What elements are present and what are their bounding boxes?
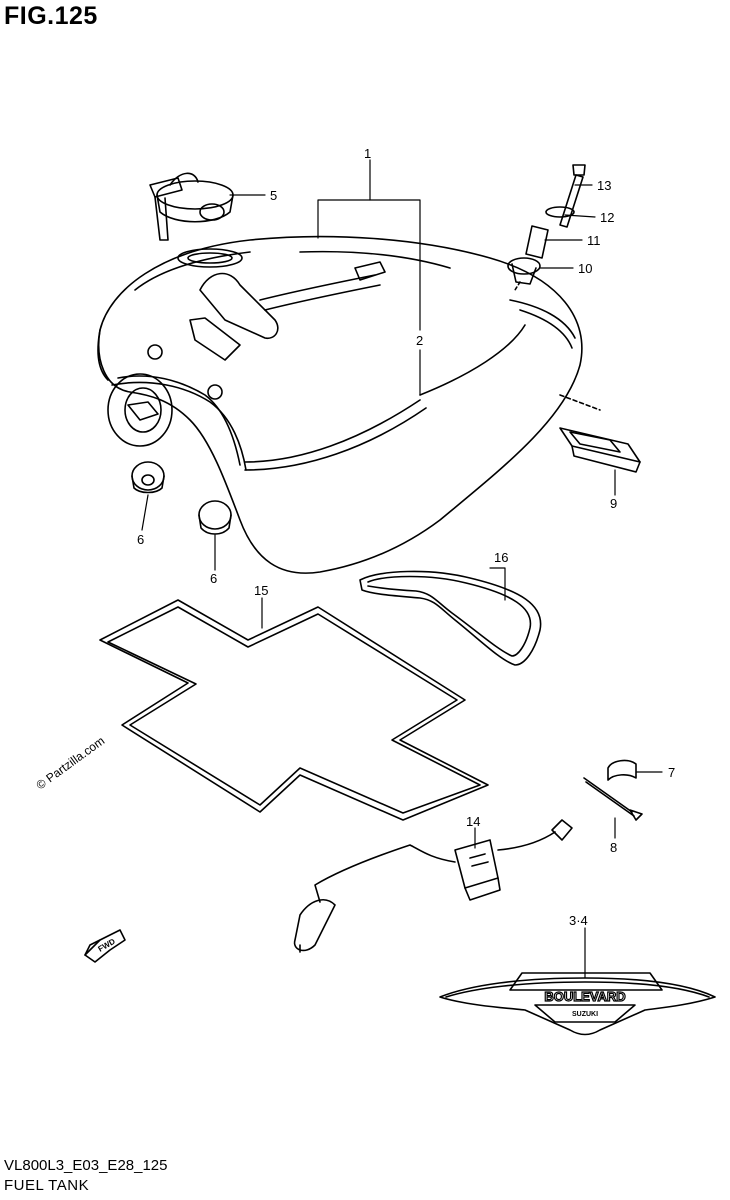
callout-16: 16	[494, 550, 508, 565]
gasket-loop	[359, 570, 542, 666]
callout-14: 14	[466, 814, 480, 829]
callout-2: 2	[416, 333, 423, 348]
callout-15: 15	[254, 583, 268, 598]
watermark: © Partzilla.com	[34, 734, 108, 793]
leader-lines	[141, 159, 663, 979]
fuel-cap	[149, 172, 234, 241]
callout-10: 10	[578, 261, 592, 276]
figure-title: FIG.125	[4, 2, 98, 30]
fuel-tank	[97, 235, 583, 574]
hose-clamp	[607, 759, 637, 781]
cushion-a	[131, 461, 165, 494]
cable-tie	[583, 777, 643, 821]
callout-13: 13	[597, 178, 611, 193]
callout-1: 1	[364, 146, 371, 161]
callout-5: 5	[270, 188, 277, 203]
fwd-arrow-icon	[84, 929, 126, 963]
emblem-subtext: SUZUKI	[572, 1011, 598, 1018]
gasket-cross	[99, 599, 489, 821]
callout-11: 11	[587, 233, 601, 248]
figure-name: FUEL TANK	[4, 1177, 90, 1194]
figure-code: VL800L3_E03_E28_125	[4, 1157, 168, 1174]
callout-9: 9	[610, 496, 617, 511]
callout-6a: 6	[137, 532, 144, 547]
cushion-b	[198, 500, 232, 535]
callout-3-4: 3·4	[569, 913, 588, 928]
bolt-stack	[507, 164, 586, 291]
callout-12: 12	[600, 210, 614, 225]
callout-6b: 6	[210, 571, 217, 586]
boulevard-emblem	[439, 972, 716, 1036]
callout-8: 8	[610, 840, 617, 855]
emblem-text: BOULEVARD	[544, 989, 625, 1004]
fuel-sender	[293, 819, 573, 953]
callout-7: 7	[668, 765, 675, 780]
rubber-pad	[559, 394, 641, 473]
